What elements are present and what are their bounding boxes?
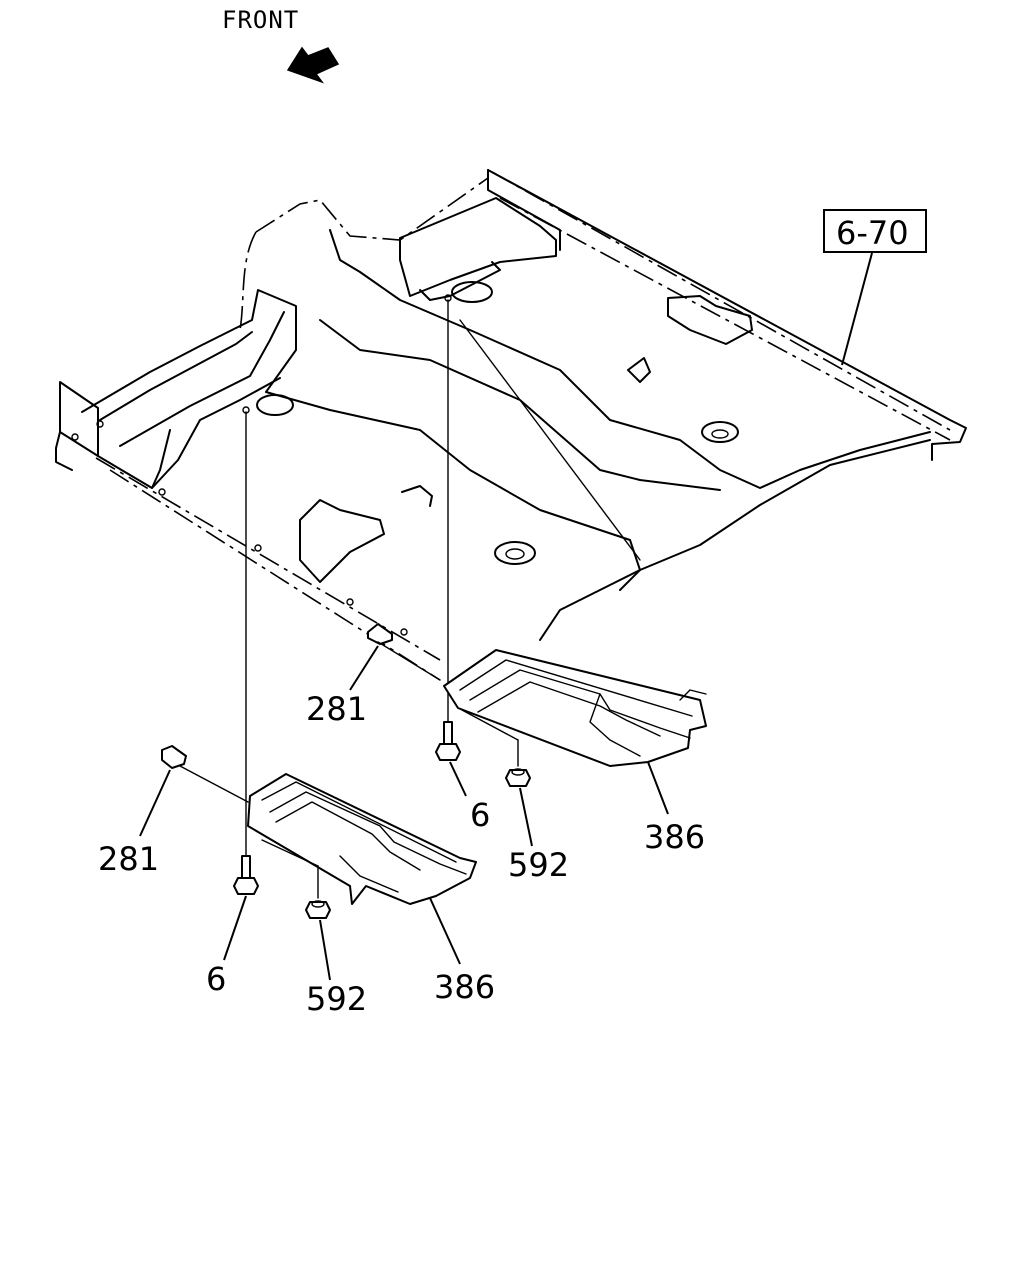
label-6-upper: 6 xyxy=(470,796,490,834)
label-6-lower: 6 xyxy=(206,960,226,998)
reference-label: 6-70 xyxy=(836,214,909,252)
clip-lower: 281 xyxy=(98,745,249,878)
nut-upper: 592 xyxy=(461,709,569,884)
label-386-upper: 386 xyxy=(644,818,705,856)
shield-lower xyxy=(247,773,477,905)
front-label: FRONT xyxy=(222,6,299,34)
arrow-upleft-icon xyxy=(286,46,340,84)
shield-upper xyxy=(443,649,707,767)
bolt-upper: 6 xyxy=(435,721,490,834)
label-281-upper: 281 xyxy=(306,690,367,728)
nut-lower: 592 xyxy=(261,839,367,1018)
label-592-lower: 592 xyxy=(306,980,367,1018)
label-386-lower: 386 xyxy=(434,968,495,1006)
reference-box xyxy=(823,209,927,253)
label-281-lower: 281 xyxy=(98,840,159,878)
reference-6-70: 6-70 xyxy=(823,209,927,366)
clip-upper: 281 xyxy=(306,623,441,728)
floor-frame xyxy=(55,169,967,681)
bolt-lower: 6 xyxy=(206,855,259,998)
reference-leader xyxy=(841,252,873,366)
front-indicator: FRONT xyxy=(222,6,340,84)
label-592-upper: 592 xyxy=(508,846,569,884)
